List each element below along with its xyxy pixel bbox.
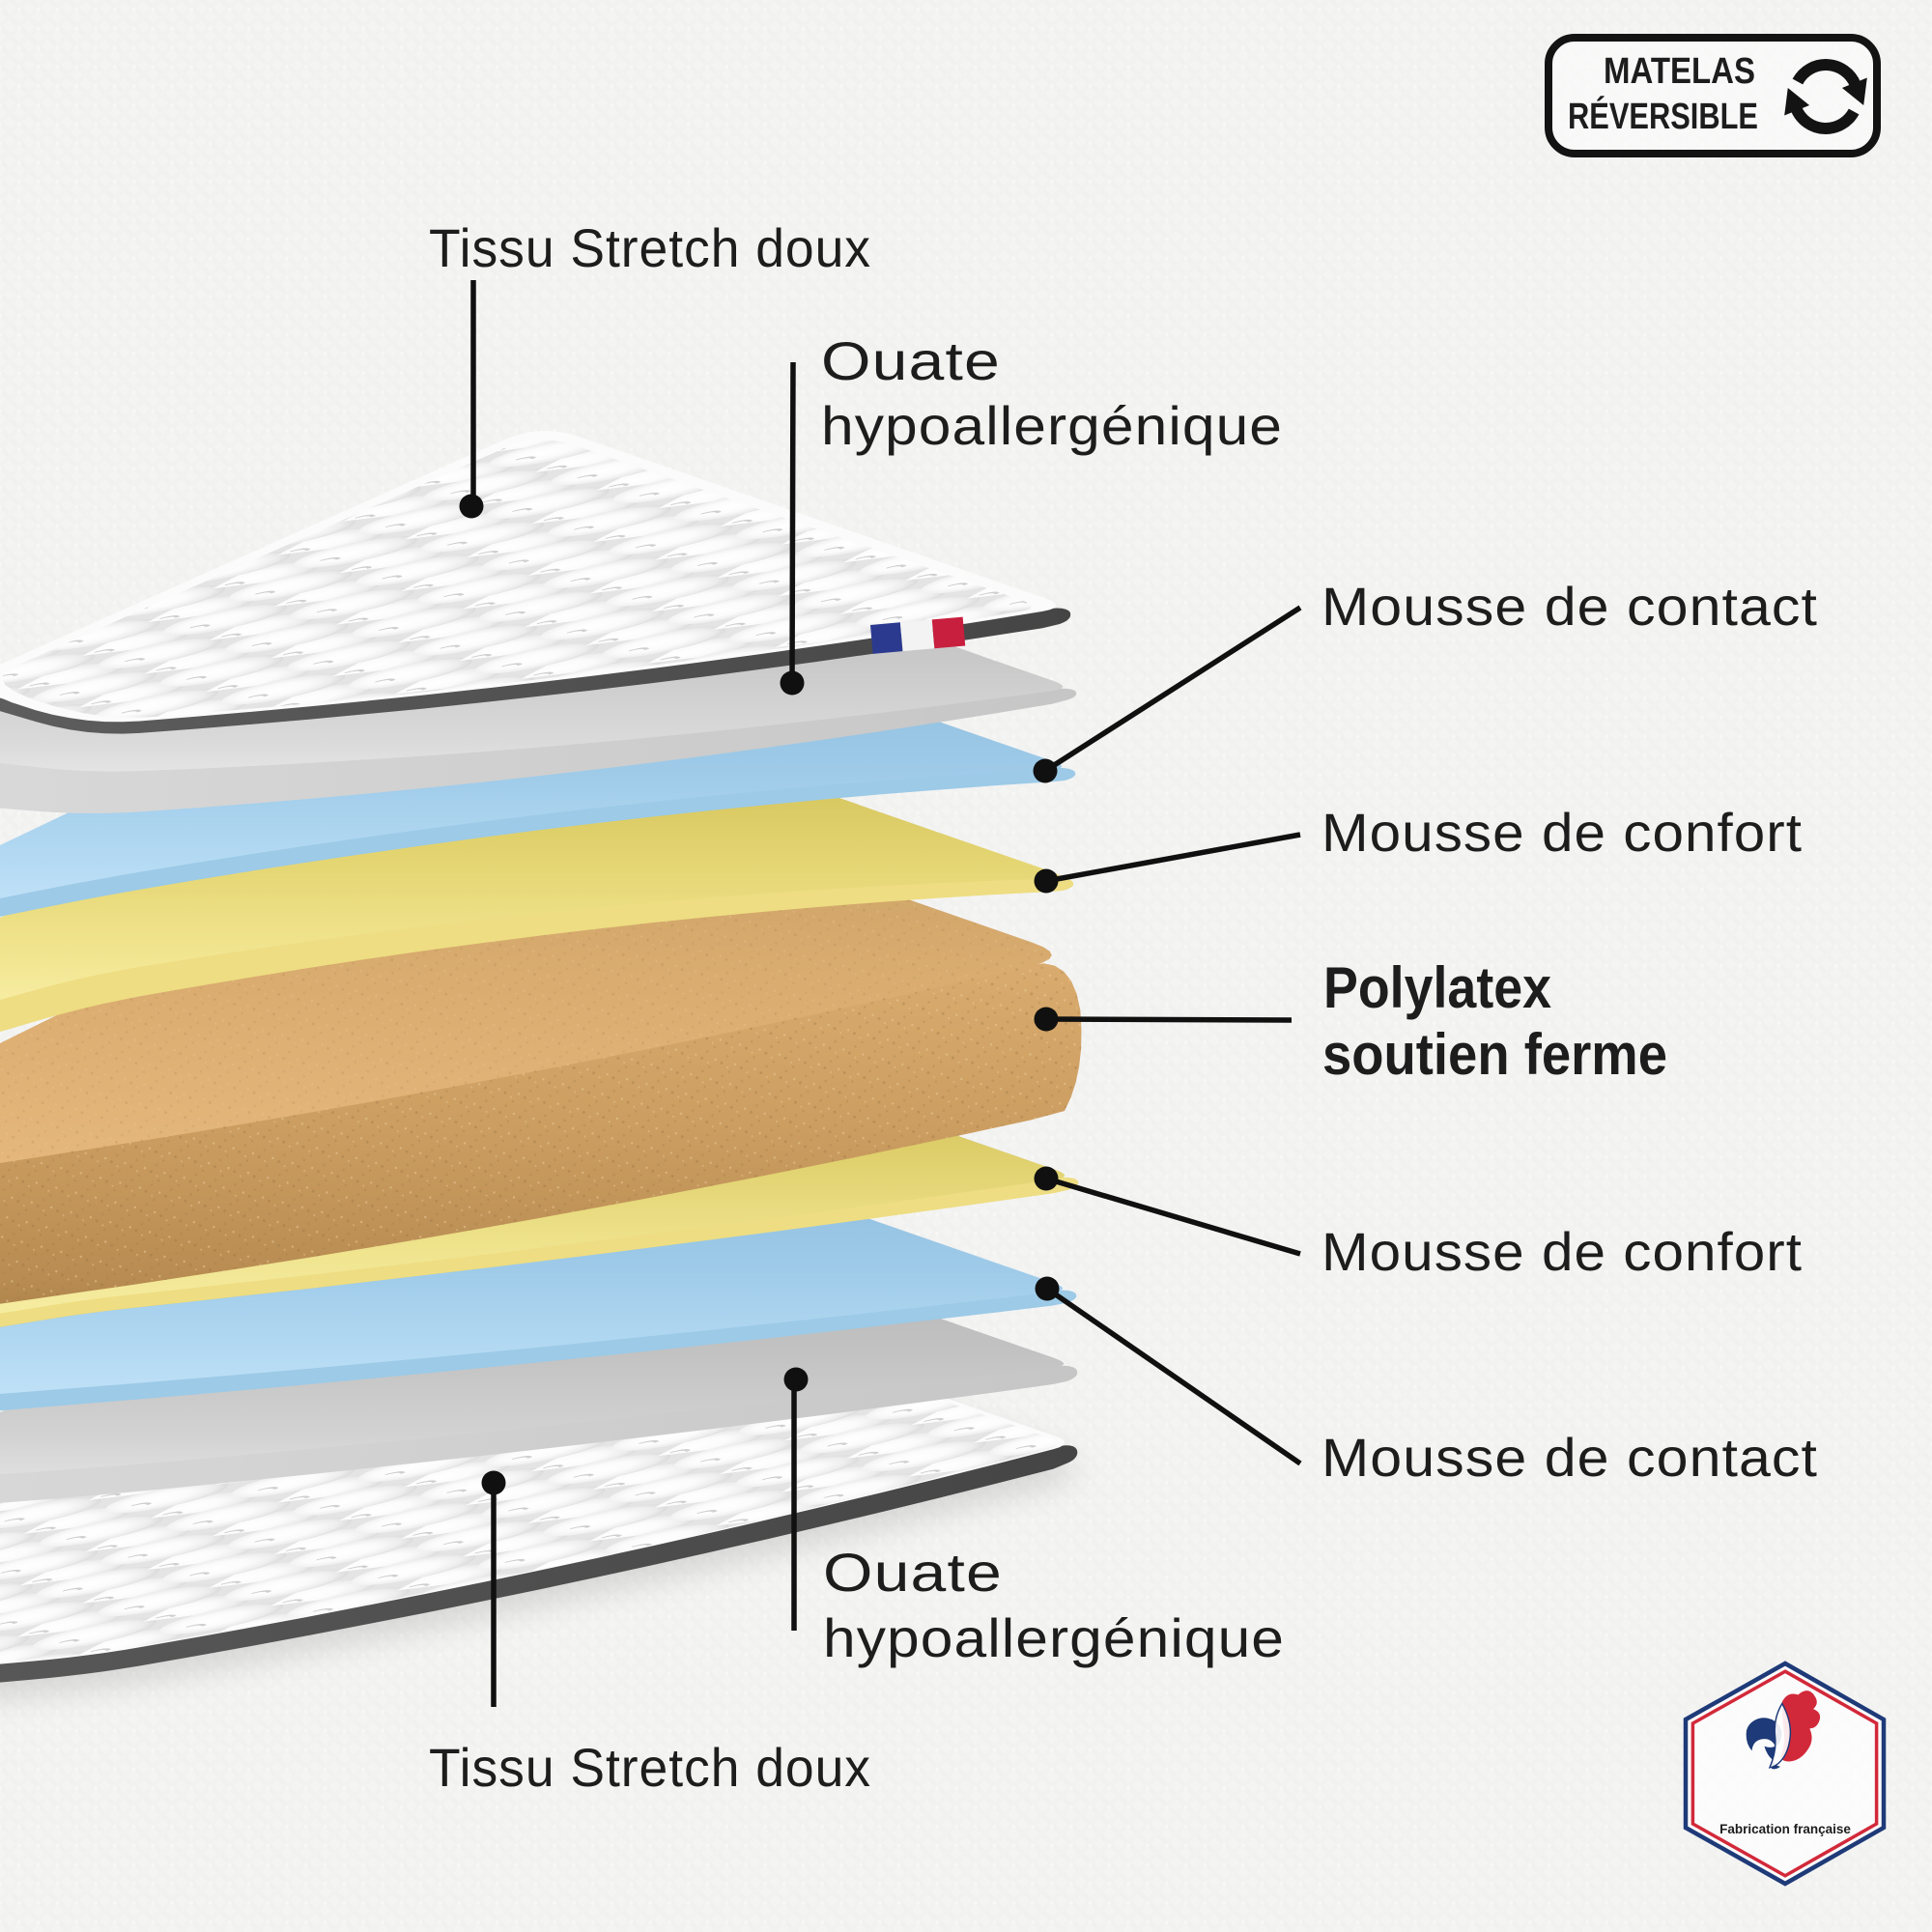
svg-text:Ouate: Ouate — [821, 330, 1001, 391]
svg-text:hypoallergénique: hypoallergénique — [823, 1607, 1285, 1668]
svg-text:Ouate: Ouate — [823, 1542, 1003, 1603]
svg-text:Mousse de contact: Mousse de contact — [1321, 1427, 1818, 1488]
svg-text:Mousse de confort: Mousse de confort — [1321, 1221, 1803, 1282]
svg-text:Polylatex: Polylatex — [1323, 955, 1551, 1020]
svg-text:hypoallergénique: hypoallergénique — [821, 395, 1283, 456]
svg-text:soutien ferme: soutien ferme — [1322, 1022, 1667, 1087]
svg-text:Mousse de contact: Mousse de contact — [1321, 576, 1818, 637]
svg-text:MATELAS: MATELAS — [1604, 51, 1755, 92]
svg-text:Fabrication française: Fabrication française — [1719, 1822, 1851, 1836]
svg-text:Tissu Stretch doux: Tissu Stretch doux — [429, 1737, 871, 1798]
svg-text:Mousse de confort: Mousse de confort — [1321, 802, 1803, 863]
svg-text:RÉVERSIBLE: RÉVERSIBLE — [1568, 95, 1758, 137]
svg-text:Tissu Stretch doux: Tissu Stretch doux — [429, 217, 871, 278]
